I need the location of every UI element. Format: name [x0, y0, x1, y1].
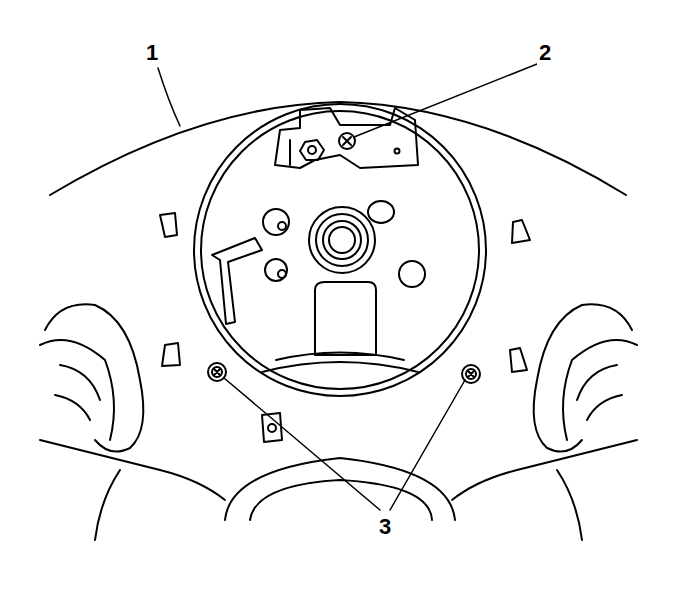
tab [268, 424, 276, 432]
lower-bracket [276, 353, 404, 361]
screw [466, 369, 476, 379]
mounting-slot [160, 213, 177, 237]
connector-block [315, 282, 376, 355]
tab [262, 413, 282, 442]
leader-line [158, 68, 180, 126]
steering-shaft [323, 221, 361, 259]
leader-line [390, 380, 465, 510]
wire-harness [212, 238, 262, 324]
wheel-rim [557, 470, 582, 540]
mounting-slot [510, 348, 527, 372]
callout-number: 1 [144, 41, 160, 65]
screw [214, 369, 220, 375]
boss [265, 259, 287, 281]
wheel-spoke [40, 340, 114, 440]
wheel-rim [225, 458, 455, 520]
wheel-spoke [577, 365, 617, 400]
boss [263, 209, 289, 235]
wheel-hub-outline [50, 102, 626, 195]
leader-line [354, 64, 537, 137]
lower-bracket [262, 362, 418, 372]
screw [468, 371, 474, 377]
steering-shaft [309, 207, 375, 273]
leader-line [224, 378, 380, 510]
hub-circle [201, 111, 479, 389]
wheel-spoke [60, 365, 100, 400]
mounting-slot [162, 343, 180, 366]
screw [343, 137, 351, 145]
callout-number: 3 [377, 515, 393, 539]
wheel-spoke [534, 304, 632, 451]
nut [300, 140, 324, 160]
bracket-hole [395, 149, 400, 154]
wheel-spoke [587, 395, 622, 420]
callout-number: 2 [537, 41, 553, 65]
wheel-spoke [55, 395, 90, 420]
screw [339, 133, 355, 149]
wheel-spoke [45, 304, 143, 451]
boss [399, 261, 425, 287]
boss [368, 201, 394, 223]
wheel-rim [40, 440, 225, 500]
nut [308, 146, 316, 154]
bracket [275, 108, 418, 168]
hub-circle [194, 104, 486, 396]
wheel-spoke [563, 340, 637, 440]
boss [278, 270, 286, 278]
screw [212, 367, 222, 377]
mounting-slot [512, 220, 530, 243]
steering-shaft [329, 227, 355, 253]
wheel-rim [95, 470, 120, 540]
bracket [289, 140, 291, 165]
wheel-rim [452, 440, 637, 500]
screw [208, 363, 226, 381]
steering-shaft [316, 214, 368, 266]
boss [278, 222, 286, 230]
